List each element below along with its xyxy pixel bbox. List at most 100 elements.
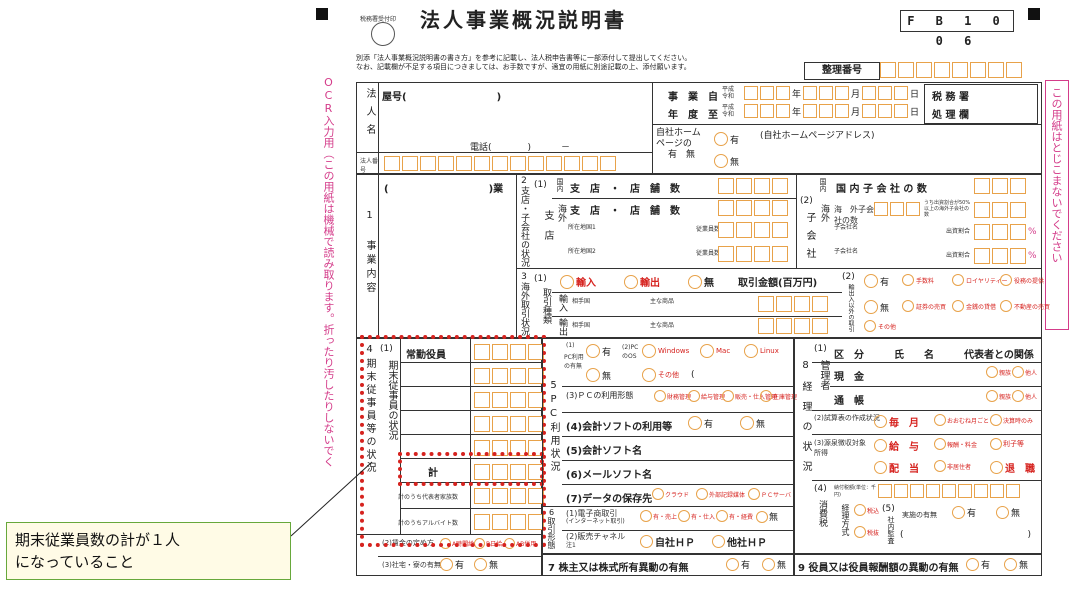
- left-ocr-note: OCR入力用（この用紙は機械で読み取ります。折ったり汚したりしないでく: [322, 76, 335, 467]
- employee-count-row-2[interactable]: [474, 368, 544, 384]
- pc-use-label: PC利用の有無: [564, 354, 584, 370]
- date-from-boxes[interactable]: 年 月 日: [744, 86, 919, 100]
- service-option[interactable]: 役務の提供: [1000, 274, 1044, 286]
- tax-method-label: 経理方式: [841, 504, 850, 536]
- wh-retirement[interactable]: 退 職: [990, 460, 1035, 475]
- part-time-boxes[interactable]: [474, 514, 544, 530]
- homepage-no-option[interactable]: 無: [714, 154, 739, 168]
- section-9-yes[interactable]: 有: [966, 558, 990, 571]
- internal-audit-label: 社内監査: [887, 516, 895, 544]
- domestic-sub-label: 国 内 子 会 社 の 数: [836, 184, 927, 195]
- fee-option[interactable]: 手数料: [902, 274, 934, 286]
- channel-other-hp[interactable]: 他社ＨＰ: [712, 534, 767, 549]
- cash-other[interactable]: 他人: [1012, 366, 1037, 378]
- os-other[interactable]: その他(: [642, 368, 695, 382]
- pc-use-no[interactable]: 無: [586, 368, 611, 382]
- channel-own-hp[interactable]: 自社ＨＰ: [640, 534, 695, 549]
- ecommerce-purchase[interactable]: 有・仕入: [678, 510, 715, 522]
- wh-interest[interactable]: 利子等: [990, 438, 1024, 450]
- registration-mark-right: [1028, 8, 1040, 20]
- usage-2[interactable]: 給与管理: [688, 390, 725, 402]
- no-trade-option[interactable]: 無: [688, 274, 714, 289]
- ecommerce-none[interactable]: 無: [756, 510, 778, 523]
- passbook-other[interactable]: 他人: [1012, 390, 1037, 402]
- section-1-title: 1 事業内容: [364, 210, 375, 296]
- registration-mark-left: [316, 8, 328, 20]
- domestic-sub-boxes[interactable]: [974, 178, 1026, 194]
- section-7-yes[interactable]: 有: [726, 558, 750, 571]
- form-title: 法人事業概況説明書: [420, 8, 627, 32]
- section-7-no[interactable]: 無: [762, 558, 786, 571]
- export-option[interactable]: 輸出: [624, 274, 660, 289]
- receipt-stamp-label: 税務署受付印: [360, 16, 397, 23]
- storage-pc-server[interactable]: ＰＣサーバ: [748, 488, 791, 500]
- securities-option[interactable]: 証券の売買: [902, 300, 946, 312]
- wh-salary[interactable]: 給 与: [874, 438, 919, 453]
- os-linux[interactable]: Linux: [744, 344, 779, 358]
- usage-1[interactable]: 財務管理: [654, 390, 691, 402]
- os-windows[interactable]: Windows: [642, 344, 689, 358]
- import-option[interactable]: 輸入: [560, 274, 596, 289]
- invest-ratio-2-boxes[interactable]: %: [974, 248, 1037, 264]
- corp-number-boxes[interactable]: [384, 156, 616, 171]
- tax-excluded[interactable]: 税抜: [854, 526, 879, 538]
- invest-ratio-1: 出資割合: [946, 228, 971, 235]
- section-5-title: 5PC利用状況: [548, 380, 559, 474]
- ecommerce-expense[interactable]: 有・経費: [716, 510, 753, 522]
- wh-dividend[interactable]: 配 当: [874, 460, 919, 475]
- import-amount-boxes[interactable]: [758, 296, 828, 312]
- jigyo-nendo-1: 事 業: [668, 92, 698, 103]
- employees-2-boxes[interactable]: [718, 246, 788, 262]
- realestate-option[interactable]: 不動産の売買: [1000, 300, 1050, 312]
- section-9-no[interactable]: 無: [1004, 558, 1028, 571]
- other-option[interactable]: その他: [864, 320, 896, 332]
- usage-4[interactable]: 在庫管理: [760, 390, 797, 402]
- storage-cloud[interactable]: クラウド: [652, 488, 689, 500]
- passbook-relative[interactable]: 親族: [986, 390, 1011, 402]
- ratio-sub-boxes[interactable]: [974, 202, 1026, 218]
- trial-monthly[interactable]: 毎 月: [874, 414, 919, 429]
- seiri-bango-label: 整理番号: [804, 62, 880, 80]
- domestic-branch-count-boxes[interactable]: [718, 178, 788, 194]
- audit-yes[interactable]: 有: [952, 506, 976, 519]
- os-mac[interactable]: Mac: [700, 344, 730, 358]
- tax-payable-boxes[interactable]: [878, 484, 1020, 498]
- trial-roughly[interactable]: おおむね月ごと: [934, 414, 989, 426]
- wh-fees[interactable]: 報酬・料金: [934, 438, 977, 450]
- ecommerce-sales[interactable]: 有・売上: [640, 510, 677, 522]
- accounting-software-use: (4)会計ソフトの利用等: [566, 422, 673, 433]
- accounting-no[interactable]: 無: [740, 416, 765, 430]
- other-trade-yes[interactable]: 有: [864, 274, 889, 288]
- other-trade-no[interactable]: 無: [864, 300, 889, 314]
- seiri-bango-boxes[interactable]: [880, 62, 1022, 78]
- employee-count-row-3[interactable]: [474, 392, 544, 408]
- section-8-item-5: (5): [882, 504, 895, 514]
- storage-ext-media[interactable]: 外部記録媒体: [696, 488, 745, 500]
- rep-family-boxes[interactable]: [474, 488, 544, 504]
- employees-1-boxes[interactable]: [718, 222, 788, 238]
- homepage-yes-option[interactable]: 有: [714, 132, 739, 146]
- overseas-branch-count-boxes[interactable]: [718, 200, 788, 216]
- audit-no[interactable]: 無: [996, 506, 1020, 519]
- housing-no-option[interactable]: 無: [474, 558, 498, 571]
- wh-nonresident[interactable]: 非居住者: [934, 460, 971, 472]
- audit-paren: (): [900, 530, 1032, 540]
- right-side-note-frame: この用紙はとじこまないでください: [1045, 80, 1069, 330]
- section-8-title: 8経理の状況: [800, 360, 811, 481]
- royalty-option[interactable]: ロイヤリティー: [952, 274, 1007, 286]
- trial-at-closing[interactable]: 決算時のみ: [990, 414, 1033, 426]
- overseas-sub-boxes[interactable]: [874, 202, 920, 216]
- date-to-boxes[interactable]: 年 月 日: [744, 104, 919, 118]
- data-storage-label: (7)データの保存先: [566, 494, 653, 505]
- pc-use-yes[interactable]: 有: [586, 344, 611, 358]
- accounting-yes[interactable]: 有: [688, 416, 713, 430]
- loan-option[interactable]: 金銭の貸借: [952, 300, 996, 312]
- housing-yes-option[interactable]: 有: [440, 558, 464, 571]
- usage-3[interactable]: 販売・仕入管理: [722, 390, 777, 402]
- export-amount-boxes[interactable]: [758, 318, 828, 334]
- employee-count-row-4[interactable]: [474, 416, 544, 432]
- cash-relative[interactable]: 親族: [986, 366, 1011, 378]
- tax-included[interactable]: 税込: [854, 504, 879, 516]
- regular-officer-label: 常勤役員: [406, 350, 446, 361]
- invest-ratio-1-boxes[interactable]: %: [974, 224, 1037, 240]
